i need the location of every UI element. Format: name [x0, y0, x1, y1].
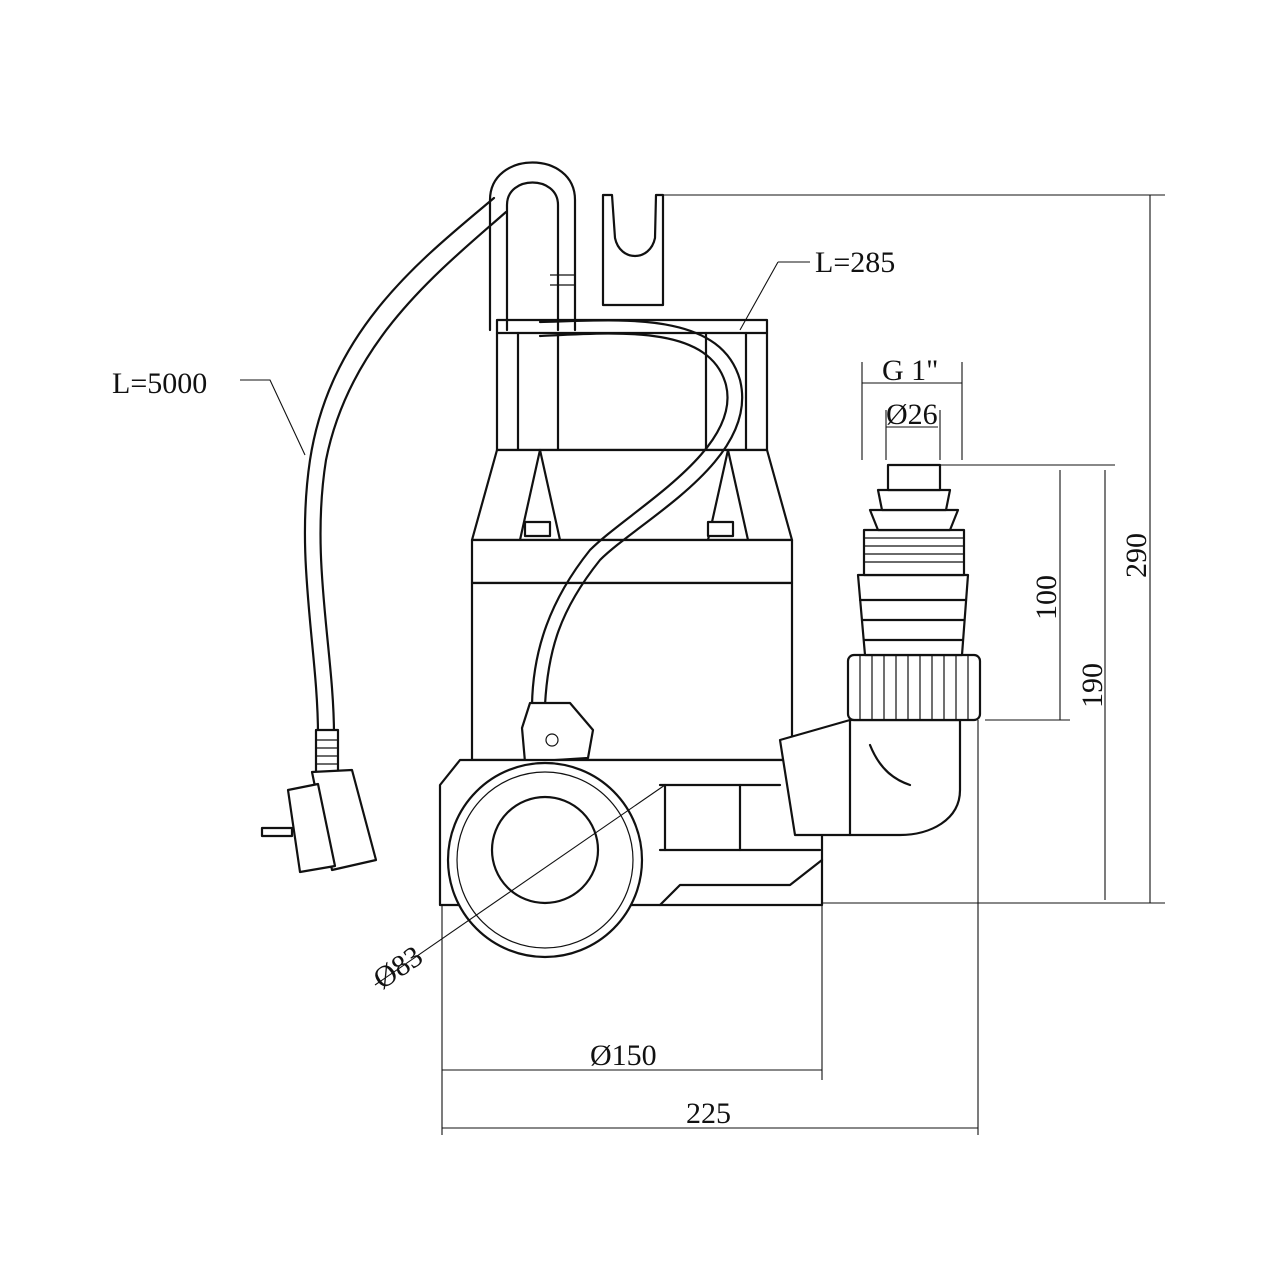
float-switch-cable — [530, 319, 744, 707]
hose-adapter — [856, 463, 970, 657]
dimension-lines — [240, 194, 1165, 1135]
outlet-total-height-label: 190 — [1076, 663, 1109, 708]
body-diameter-label: Ø150 — [590, 1039, 657, 1072]
float-switch — [520, 701, 595, 764]
power-plug — [260, 768, 378, 874]
power-cable — [303, 196, 508, 774]
carry-handle — [488, 161, 577, 332]
hanger-hook — [601, 193, 665, 307]
inlet-volute — [446, 761, 644, 959]
inlet-diameter-label: Ø83 — [367, 940, 428, 996]
thread-label: G 1" — [882, 354, 938, 387]
total-height-label: 290 — [1120, 533, 1153, 578]
cable-length-label: L=5000 — [112, 367, 207, 400]
outlet-elbow — [778, 718, 962, 837]
outlet-nut — [846, 653, 982, 722]
total-width-label: 225 — [686, 1097, 731, 1130]
float-cable-length-label: L=285 — [815, 246, 895, 279]
hose-diameter-label: Ø26 — [886, 398, 938, 431]
outlet-height-label: 100 — [1030, 575, 1063, 620]
motor-housing — [470, 318, 794, 762]
